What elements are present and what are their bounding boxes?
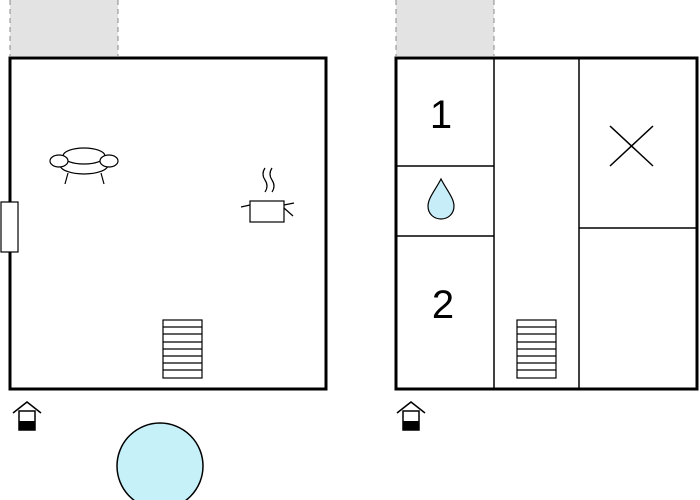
stairs-icon (162, 319, 203, 379)
ground-terrace (9, 0, 119, 56)
upper-terrace (395, 0, 495, 56)
entrance-icon (396, 401, 426, 431)
stove-pot-icon (240, 167, 295, 223)
room-number-2: 2 (432, 283, 454, 327)
room-number-1: 1 (430, 93, 452, 137)
interior-walls (396, 58, 697, 389)
entrance-icon (12, 401, 42, 431)
upper-floor: 1 2 (394, 0, 699, 431)
sofa-icon (49, 147, 119, 185)
stairs-icon (516, 319, 557, 379)
cross-icon (609, 125, 654, 167)
pool (116, 422, 204, 500)
ground-door (0, 201, 19, 253)
ground-floor (0, 0, 328, 500)
water-drop-icon (427, 177, 455, 220)
